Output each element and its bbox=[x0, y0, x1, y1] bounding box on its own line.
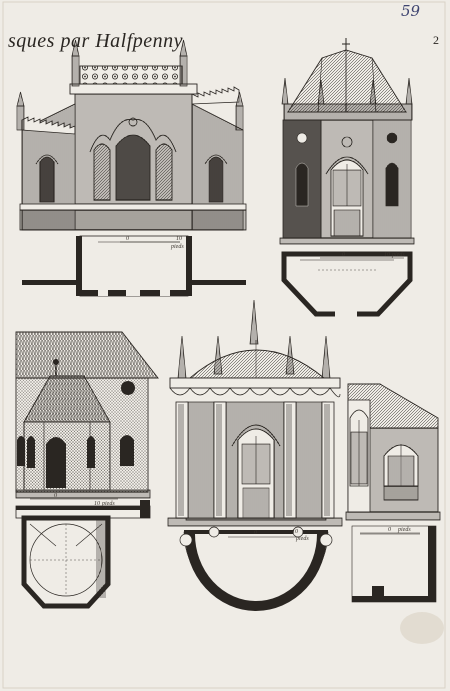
scale-bottom-right-zero: 0 bbox=[388, 527, 391, 533]
plate-number: 2 bbox=[433, 33, 439, 47]
scale-bottom-middle-unit: pieds bbox=[296, 536, 309, 542]
scale-bottom-middle-end: 10 bbox=[292, 529, 298, 535]
lean-to-alcove-plan bbox=[351, 525, 437, 603]
pavilion-octagon-spire-elevation bbox=[279, 38, 415, 245]
domed-rotunda-plan bbox=[179, 526, 333, 611]
scale-top-left-unit: pieds bbox=[171, 244, 184, 250]
pavilion-long-plan bbox=[22, 235, 246, 297]
scale-bottom-left-end: 10 bbox=[94, 501, 100, 507]
scale-rulers bbox=[30, 241, 420, 538]
scale-bottom-right-unit: pieds bbox=[398, 527, 411, 533]
thatched-hermitage-plan bbox=[15, 500, 151, 609]
scale-top-left-zero: 0 bbox=[126, 236, 129, 242]
plate-title: sques par Halfpenny bbox=[8, 30, 184, 52]
scale-bottom-middle-zero: 0 bbox=[254, 530, 257, 536]
thatched-hermitage-elevation bbox=[15, 331, 159, 499]
scale-bottom-left-unit: pieds bbox=[102, 501, 115, 507]
lean-to-alcove-elevation bbox=[345, 383, 441, 521]
handwritten-number: 59 bbox=[401, 2, 421, 20]
domed-rotunda-elevation bbox=[167, 299, 343, 527]
scale-top-right-zero: 0 bbox=[342, 252, 345, 258]
pavilion-long-elevation bbox=[16, 39, 247, 231]
scale-bottom-left-zero: 0 bbox=[54, 493, 57, 499]
scale-top-right-end: 10 bbox=[384, 252, 390, 258]
scale-top-left-end: 10 bbox=[176, 236, 182, 242]
scale-top-right-unit: pieds bbox=[392, 252, 405, 258]
pavilion-octagon-spire-plan bbox=[281, 251, 413, 318]
